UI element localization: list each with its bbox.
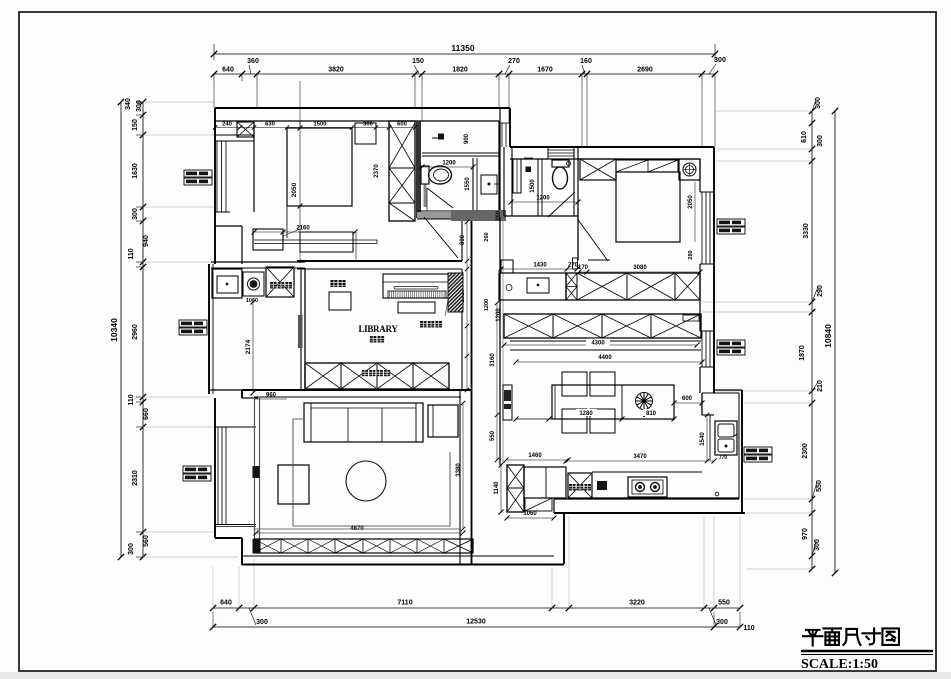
svg-text:340: 340 (125, 98, 132, 110)
svg-text:1540: 1540 (700, 432, 706, 446)
svg-text:810: 810 (646, 411, 657, 417)
svg-text:610: 610 (801, 131, 808, 143)
svg-text:2310: 2310 (132, 470, 139, 486)
svg-text:3220: 3220 (629, 600, 645, 607)
svg-text:300: 300 (256, 619, 268, 626)
svg-text:270: 270 (568, 263, 579, 269)
svg-text:1430: 1430 (533, 263, 547, 269)
svg-text:270: 270 (508, 58, 520, 65)
svg-text:1550: 1550 (465, 177, 471, 191)
svg-text:160: 160 (580, 58, 592, 65)
svg-text:290: 290 (817, 285, 824, 297)
svg-text:1060: 1060 (523, 511, 537, 517)
svg-text:1200: 1200 (484, 299, 490, 311)
svg-text:770: 770 (719, 455, 728, 461)
svg-text:300: 300 (128, 543, 135, 555)
svg-text:300: 300 (716, 619, 728, 626)
svg-text:12530: 12530 (466, 619, 486, 626)
svg-text:300: 300 (132, 208, 139, 220)
svg-text:300: 300 (817, 135, 824, 147)
svg-text:2160: 2160 (296, 226, 310, 232)
svg-text:1140: 1140 (494, 481, 500, 495)
svg-text:210: 210 (817, 380, 824, 392)
svg-text:3160: 3160 (490, 353, 496, 367)
svg-text:300: 300 (814, 539, 821, 551)
svg-text:7110: 7110 (397, 600, 412, 607)
svg-text:260: 260 (496, 210, 502, 221)
svg-text:300: 300 (714, 57, 726, 64)
svg-text:3330: 3330 (803, 223, 810, 239)
svg-text:960: 960 (266, 393, 277, 399)
svg-text:300: 300 (815, 97, 822, 109)
svg-text:600: 600 (397, 122, 407, 128)
svg-text:1460: 1460 (528, 453, 542, 459)
svg-text:260: 260 (484, 232, 490, 241)
svg-text:940: 940 (143, 235, 150, 247)
svg-text:660: 660 (143, 408, 150, 420)
svg-text:240: 240 (222, 122, 232, 128)
svg-text:300: 300 (136, 100, 143, 112)
svg-text:3470: 3470 (633, 454, 647, 460)
svg-text:150: 150 (412, 58, 424, 65)
svg-text:110: 110 (128, 394, 135, 405)
svg-text:890: 890 (460, 234, 466, 245)
svg-text:1500: 1500 (530, 179, 536, 193)
svg-text:2174: 2174 (245, 339, 252, 354)
svg-text:110: 110 (743, 625, 754, 632)
svg-text:300: 300 (363, 122, 373, 128)
svg-text:4300: 4300 (591, 341, 605, 347)
svg-text:10840: 10840 (823, 324, 833, 348)
svg-text:4400: 4400 (598, 355, 612, 361)
svg-text:1630: 1630 (132, 163, 139, 179)
svg-text:360: 360 (247, 58, 259, 65)
svg-text:3820: 3820 (328, 67, 344, 74)
svg-text:1200: 1200 (496, 308, 502, 322)
svg-text:900: 900 (464, 133, 470, 144)
svg-text:2300: 2300 (802, 443, 809, 459)
svg-text:2050: 2050 (688, 195, 694, 209)
svg-text:560: 560 (143, 535, 150, 547)
svg-text:SCALE:1:50: SCALE:1:50 (801, 657, 878, 672)
svg-text:280: 280 (688, 250, 694, 259)
svg-text:550: 550 (490, 430, 496, 441)
svg-text:3380: 3380 (456, 463, 462, 477)
svg-text:970: 970 (802, 528, 809, 540)
svg-text:11350: 11350 (451, 43, 474, 53)
svg-text:1870: 1870 (799, 345, 806, 361)
svg-text:1060: 1060 (246, 298, 258, 304)
svg-text:150: 150 (132, 119, 139, 131)
svg-text:1200: 1200 (442, 161, 456, 167)
svg-text:3080: 3080 (633, 265, 647, 271)
svg-text:170: 170 (578, 265, 589, 271)
svg-text:1500: 1500 (314, 122, 327, 128)
svg-text:1200: 1200 (536, 196, 550, 202)
svg-text:110: 110 (128, 248, 135, 259)
svg-text:2050: 2050 (291, 182, 298, 197)
svg-text:1820: 1820 (452, 67, 468, 74)
svg-text:550: 550 (718, 600, 730, 607)
svg-text:1280: 1280 (579, 411, 593, 417)
svg-text:630: 630 (265, 122, 275, 128)
svg-text:550: 550 (816, 480, 823, 492)
svg-text:2370: 2370 (374, 164, 380, 178)
svg-text:10340: 10340 (109, 318, 119, 342)
svg-text:640: 640 (222, 67, 234, 74)
svg-text:2960: 2960 (132, 324, 139, 340)
svg-text:2690: 2690 (637, 67, 653, 74)
svg-text:600: 600 (682, 396, 693, 402)
svg-text:640: 640 (220, 600, 232, 607)
svg-text:LIBRARY: LIBRARY (358, 324, 398, 334)
svg-text:1670: 1670 (537, 67, 553, 74)
